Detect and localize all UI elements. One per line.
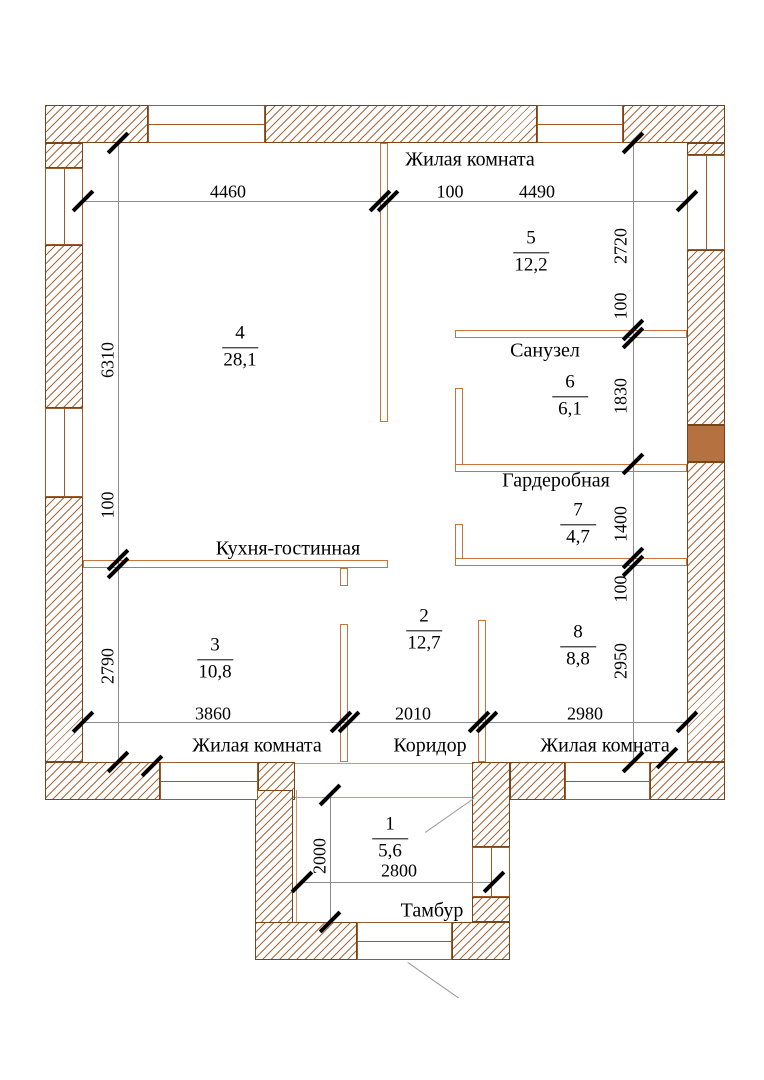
room-number: 6 [552, 370, 588, 397]
room-name: Гардеробная [502, 469, 610, 492]
interior-wall-bathroom-top [455, 330, 687, 338]
outer-wall-right-middle [687, 250, 725, 425]
room-label-4: 4 28,1 [222, 321, 258, 372]
room-name: Жилая комната [540, 734, 670, 757]
dimension-line-vestibule-v [330, 795, 331, 922]
room-name: Тамбур [400, 899, 464, 922]
outer-wall-bottom-right1 [510, 762, 565, 800]
room-label-3: 3 10,8 [197, 633, 233, 684]
window [537, 105, 623, 143]
window [148, 105, 265, 143]
window [160, 762, 258, 800]
vestibule-wall-bottom-right [452, 922, 510, 960]
dimension-line-bottom [83, 722, 687, 723]
outer-wall-left-middle [45, 245, 83, 408]
dim-label: 100 [610, 575, 631, 603]
window [45, 408, 83, 497]
dim-label: 4490 [519, 181, 555, 202]
outer-wall-right-upper [687, 143, 725, 155]
room-area: 4,7 [566, 526, 590, 547]
interior-wall-wardrobe-top [455, 464, 687, 472]
dim-label: 100 [610, 292, 631, 320]
dim-label: 2790 [97, 648, 118, 684]
dim-label: 2720 [610, 228, 631, 264]
room-name: Кухня-гостинная [215, 537, 361, 560]
room-number: 8 [560, 620, 596, 647]
entrance-door-opening [357, 922, 452, 960]
room-number: 2 [406, 604, 442, 631]
vestibule-wall-bottom-left [255, 922, 357, 960]
room-area: 5,6 [378, 840, 402, 861]
window [45, 168, 83, 245]
vestibule-lining-line [296, 790, 297, 922]
window [565, 762, 650, 800]
interior-wall-wardrobe-left [455, 524, 463, 560]
interior-wall-room3-right-stub [340, 568, 348, 586]
dim-label: 2010 [395, 703, 431, 724]
room-label-2: 2 12,7 [406, 604, 442, 655]
room-name: Санузел [510, 339, 580, 362]
dim-label: 2000 [309, 838, 330, 874]
room-number: 4 [222, 321, 258, 348]
room-label-1: 1 5,6 [372, 812, 408, 863]
vestibule-wall-right-lower [472, 897, 510, 922]
room-area: 8,8 [566, 648, 590, 669]
room-area: 6,1 [558, 398, 582, 419]
room-name: Жилая комната [405, 148, 535, 171]
leader-line [407, 962, 459, 999]
outer-wall-right-pier [687, 425, 725, 462]
outer-wall-top-center [265, 105, 537, 143]
room-name: Коридор [393, 734, 467, 757]
outer-wall-bottom-left [45, 762, 160, 800]
dim-label: 2950 [610, 643, 631, 679]
window [687, 155, 725, 250]
room-number: 1 [372, 812, 408, 839]
dimension-line-right [633, 143, 634, 762]
dim-label: 3860 [195, 703, 231, 724]
leader-line [425, 797, 475, 833]
dim-label: 4460 [210, 181, 246, 202]
room-label-6: 6 6,1 [552, 370, 588, 421]
room-area: 28,1 [223, 349, 257, 370]
dim-label: 2800 [381, 860, 417, 881]
dim-label: 1830 [610, 378, 631, 414]
dim-label: 100 [436, 181, 464, 202]
outer-wall-bottom-right2 [650, 762, 725, 800]
threshold-line [295, 797, 472, 798]
dim-label: 100 [97, 491, 118, 519]
dimension-line-left [118, 143, 119, 762]
interior-wall-kitchen-bottom [83, 560, 388, 568]
threshold-line [295, 763, 472, 764]
dim-label: 2980 [567, 703, 603, 724]
room-name: Жилая комната [192, 734, 322, 757]
room-area: 10,8 [198, 661, 232, 682]
vestibule-wall-right-upper [472, 762, 510, 847]
interior-wall-room8-top [455, 558, 687, 566]
dimension-line-vestibule-h [302, 882, 494, 883]
outer-wall-left-lower [45, 497, 83, 762]
dim-label: 6310 [97, 342, 118, 378]
room-label-7: 7 4,7 [560, 498, 596, 549]
room-number: 5 [513, 226, 549, 253]
dim-label: 1400 [610, 506, 631, 542]
outer-wall-left-upper [45, 143, 83, 168]
room-label-5: 5 12,2 [513, 226, 549, 277]
interior-wall-kitchen-right [380, 143, 388, 422]
room-area: 12,2 [514, 254, 548, 275]
room-number: 3 [197, 633, 233, 660]
interior-wall-room3-right [340, 624, 348, 762]
outer-wall-top-left [45, 105, 148, 143]
interior-wall-bathroom-left [455, 388, 463, 465]
interior-wall-room8-left [478, 620, 486, 762]
room-area: 12,7 [407, 632, 441, 653]
room-label-8: 8 8,8 [560, 620, 596, 671]
room-number: 7 [560, 498, 596, 525]
